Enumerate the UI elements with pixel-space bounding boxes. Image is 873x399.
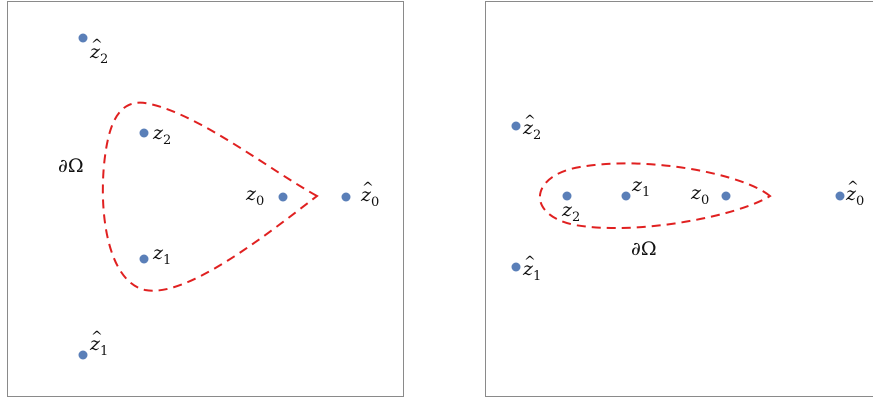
left-label-z1: z1: [152, 242, 171, 268]
right-label-z0: z0: [690, 182, 709, 208]
right-point-z2: [562, 191, 572, 201]
right-label-z2: z2: [561, 199, 580, 225]
right-boundary-contour: [539, 162, 772, 230]
left-point-z1: [139, 254, 149, 264]
left-point-zhat1: [78, 350, 88, 360]
right-panel-frame: [485, 1, 873, 397]
right-point-zhat1: [511, 262, 521, 272]
left-point-zhat0: [341, 192, 351, 202]
right-label-zhat1: z1: [522, 258, 541, 284]
right-label-zhat2: z2: [522, 117, 541, 143]
right-hat-zhat2: ^: [524, 113, 536, 129]
right-point-zhat0: [835, 191, 845, 201]
left-boundary-label: ∂Ω: [58, 155, 84, 177]
left-point-z0: [278, 192, 288, 202]
right-boundary-label: ∂Ω: [631, 238, 657, 260]
right-point-zhat2: [511, 121, 521, 131]
right-label-z1: z1: [631, 174, 650, 200]
left-hat-zhat2: ^: [91, 37, 103, 53]
left-hat-zhat0: ^: [362, 180, 374, 196]
right-point-z0: [721, 191, 731, 201]
right-panel: ∂Ω z2 ^ z2 z1 z0 z0 ^ z1 ^: [485, 1, 873, 397]
left-panel-frame: [7, 1, 404, 397]
left-label-z0: z0: [245, 183, 264, 209]
right-hat-zhat0: ^: [847, 179, 859, 195]
left-label-zhat2: z2: [89, 41, 108, 67]
right-label-zhat0: z0: [845, 183, 864, 209]
left-point-z2: [139, 128, 149, 138]
right-hat-zhat1: ^: [524, 254, 536, 270]
left-label-z2: z2: [152, 122, 171, 148]
left-label-zhat0: z0: [360, 184, 379, 210]
right-point-z1: [621, 191, 631, 201]
left-boundary-contour: [101, 101, 319, 292]
left-panel: ∂Ω z2 ^ z2 z0 z0 ^ z1 z1 ^: [7, 1, 404, 397]
left-label-zhat1: z1: [89, 333, 108, 359]
left-point-zhat2: [78, 33, 88, 43]
left-hat-zhat1: ^: [91, 329, 103, 345]
